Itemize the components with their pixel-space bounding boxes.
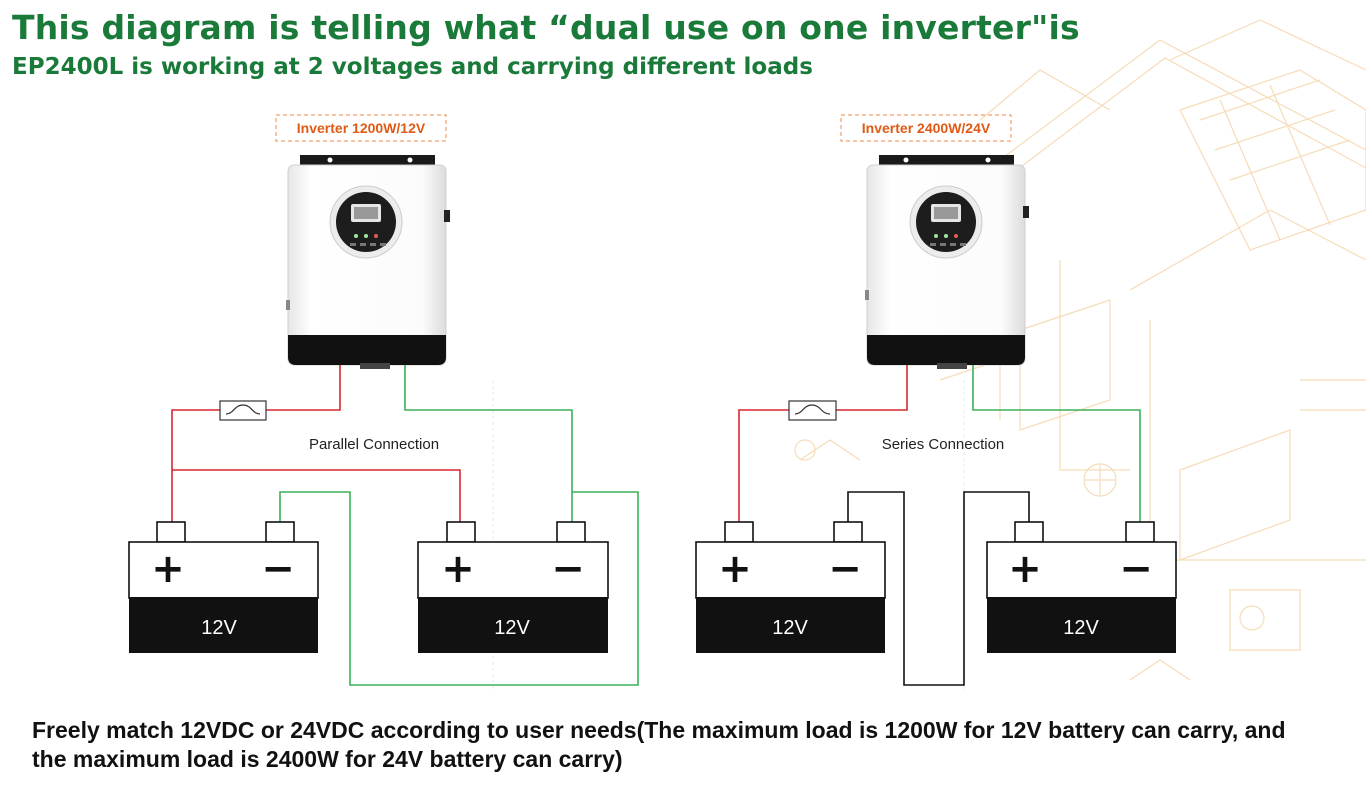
right-inverter [865, 155, 1029, 369]
battery-left-1: + − 12V [128, 521, 319, 653]
left-inverter-label: Inverter 1200W/12V [275, 114, 447, 142]
left-positive-wire [171, 365, 461, 522]
battery-right-1-minus: − [828, 546, 862, 592]
right-inverter-label: Inverter 2400W/24V [840, 114, 1012, 142]
battery-left-1-minus: − [261, 546, 295, 592]
right-negative-wire [972, 365, 1141, 522]
page-title: This diagram is telling what “dual use o… [12, 8, 1080, 47]
left-inverter-display [329, 185, 403, 259]
battery-left-1-plus: + [151, 546, 185, 592]
battery-left-1-voltage: 12V [201, 617, 237, 639]
battery-right-2-voltage: 12V [1063, 617, 1099, 639]
footer-note: Freely match 12VDC or 24VDC according to… [32, 717, 1286, 772]
left-inverter [286, 155, 450, 369]
battery-right-1: + − 12V [695, 521, 886, 653]
right-positive-wire [738, 365, 908, 522]
page-subtitle: EP2400L is working at 2 voltages and car… [12, 54, 813, 80]
right-fuse [788, 400, 837, 421]
battery-right-2-plus: + [1008, 546, 1042, 592]
battery-right-1-plus: + [718, 546, 752, 592]
battery-right-2-minus: − [1119, 546, 1153, 592]
battery-right-2: + − 12V [986, 521, 1177, 653]
series-connection-label: Series Connection [882, 436, 1005, 453]
right-inverter-label-text: Inverter 2400W/24V [862, 120, 991, 136]
wiring-diagram: Inverter 1200W/12V Inverter 2400W/24V [128, 19, 1366, 690]
series-link-wire [847, 491, 1030, 686]
battery-left-2-voltage: 12V [494, 617, 530, 639]
parallel-connection-label: Parallel Connection [309, 436, 439, 453]
battery-left-2: + − 12V [417, 521, 609, 653]
right-inverter-display [909, 185, 983, 259]
background-house-sketch [794, 19, 1366, 681]
battery-left-2-minus: − [551, 546, 585, 592]
battery-right-1-voltage: 12V [772, 617, 808, 639]
battery-left-2-plus: + [441, 546, 475, 592]
left-negative-wire [279, 365, 639, 686]
left-inverter-label-text: Inverter 1200W/12V [297, 120, 426, 136]
left-fuse [219, 400, 267, 421]
